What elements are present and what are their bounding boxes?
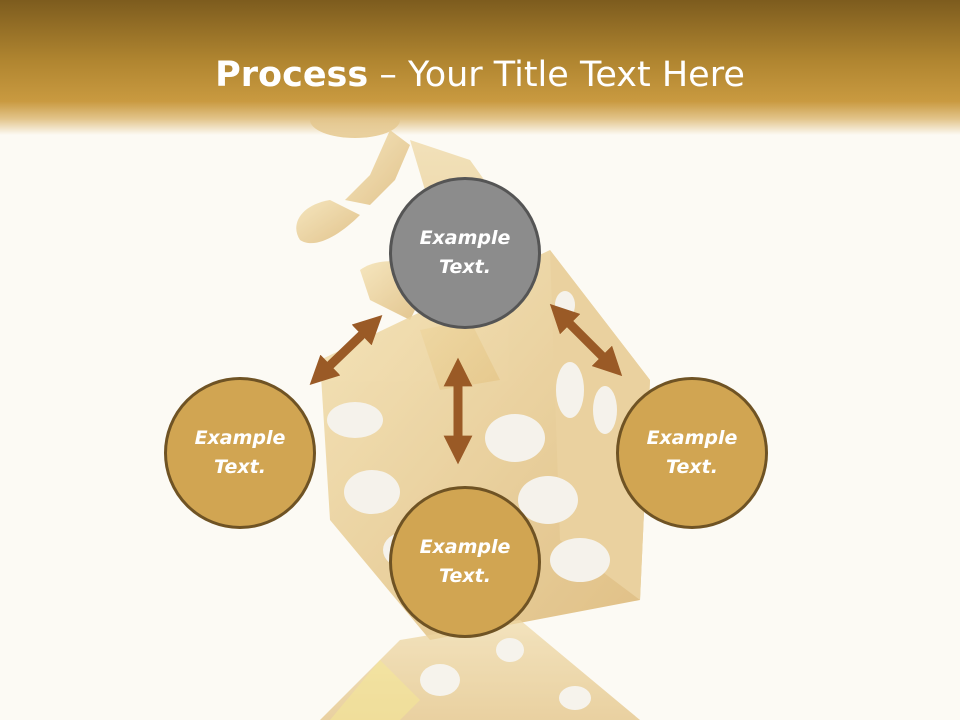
arrow-top-left (309, 315, 383, 385)
node-left[interactable]: Example Text. (164, 377, 316, 529)
slide-title: Process – Your Title Text Here (0, 52, 960, 98)
title-rest: – Your Title Text Here (368, 55, 745, 95)
node-bottom-text: Example Text. (419, 536, 511, 587)
node-top[interactable]: Example Text. (389, 177, 541, 329)
node-top-text: Example Text. (419, 227, 511, 278)
die-lower (320, 620, 640, 720)
node-bottom[interactable]: Example Text. (389, 486, 541, 638)
title-bold: Process (215, 55, 369, 95)
node-left-text: Example Text. (194, 427, 286, 478)
arrow-top-right (549, 303, 623, 377)
node-right[interactable]: Example Text. (616, 377, 768, 529)
title-banner (0, 0, 960, 135)
node-right-text: Example Text. (646, 427, 738, 478)
